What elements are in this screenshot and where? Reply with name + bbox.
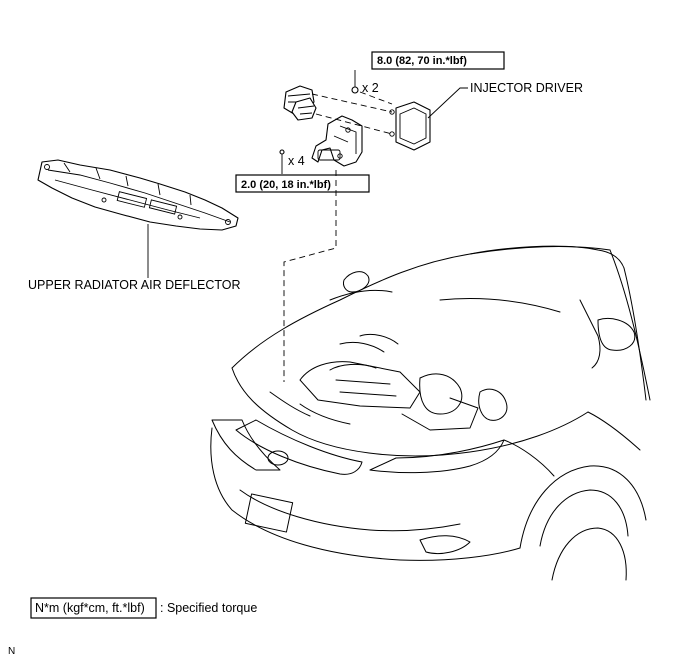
injector-driver-leader-line: [427, 87, 468, 119]
torque-value-top: 8.0 (82, 70 in.*lbf): [377, 55, 467, 67]
bolt-top: [351, 70, 359, 94]
injector-driver-bracket-part: [311, 115, 363, 167]
injector-driver-label: INJECTOR DRIVER: [470, 81, 583, 95]
connector-bracket-part: [283, 85, 317, 121]
bolt-top-quantity: x 2: [362, 81, 379, 95]
torque-value-bottom: 2.0 (20, 18 in.*lbf): [241, 179, 331, 191]
upper-radiator-air-deflector-part: [37, 159, 239, 231]
corner-mark: N: [8, 646, 15, 657]
legend-unit-box: [30, 597, 157, 619]
legend-description: : Specified torque: [160, 601, 257, 615]
torque-box-bottom: [235, 174, 370, 193]
bolt-bottom-quantity: x 4: [288, 154, 305, 168]
injector-driver-part: [389, 101, 431, 151]
assembly-dashed-lines: [283, 91, 393, 382]
torque-box-top: [371, 51, 505, 70]
upper-radiator-air-deflector-label: UPPER RADIATOR AIR DEFLECTOR: [28, 278, 241, 292]
bolt-bottom: [279, 149, 285, 174]
vehicle-outline: [210, 245, 651, 581]
legend-unit-text: N*m (kgf*cm, ft.*lbf): [35, 601, 145, 615]
